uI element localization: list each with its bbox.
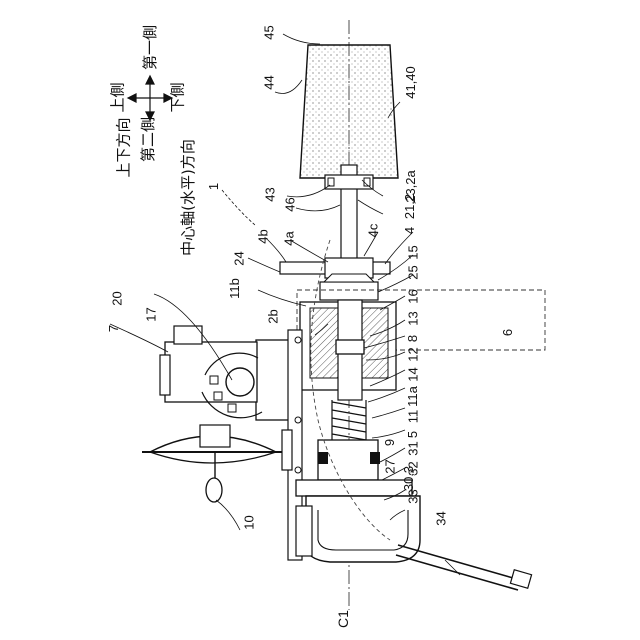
ref-45: 45 [263, 25, 276, 39]
ref-33: 33 [407, 489, 420, 503]
ref-10: 10 [243, 515, 256, 529]
ref-8: 8 [406, 335, 419, 342]
ref-43: 43 [264, 187, 277, 201]
ref-16: 16 [407, 289, 420, 303]
ref-7: 7 [107, 325, 120, 332]
ref-44: 44 [263, 75, 276, 89]
ref-24: 24 [233, 251, 246, 265]
handwheel-knob [206, 478, 222, 502]
direction-arrows [128, 76, 172, 120]
ref-25: 25 [407, 265, 420, 279]
ref-14: 14 [407, 367, 420, 381]
ref-4: 4 [403, 227, 416, 234]
ref-17: 17 [145, 307, 158, 321]
ref-31: 31 [407, 441, 420, 455]
label-central-axis-direction: 中心軸(水平)方向 [181, 139, 196, 256]
ref-46: 46 [284, 197, 297, 211]
ref-27: 27 [384, 459, 397, 473]
label-axis-c1: C1 [336, 610, 350, 628]
ref-20: 20 [111, 291, 124, 305]
ref-4a: 4a [283, 231, 296, 245]
label-vertical-direction: 上下方向 [117, 117, 132, 177]
ref-11b: 11b [228, 278, 241, 299]
ref-4b: 4b [257, 229, 270, 243]
ref-12: 12 [407, 347, 420, 361]
label-up-side: 上側 [111, 82, 126, 112]
hose [398, 545, 520, 580]
label-down-side: 下側 [171, 82, 186, 112]
label-first-side: 第一側 [143, 25, 158, 70]
ref-30-3: 30,3 [402, 466, 415, 491]
ref-9: 9 [383, 439, 396, 446]
ref-34: 34 [435, 511, 448, 525]
ref-41-40: 41,40 [404, 66, 417, 99]
ref-2b: 2b [267, 309, 280, 323]
ref-13: 13 [407, 311, 420, 325]
ref-5: 5 [406, 431, 419, 438]
nozzle-body [306, 496, 420, 562]
ref-11: 11 [406, 410, 419, 424]
ref-6: 6 [501, 329, 514, 336]
ref-1: 1 [207, 183, 220, 190]
ref-4c: 4c [366, 224, 379, 238]
stand-body [300, 45, 398, 178]
motor-shaft-circle [226, 368, 254, 396]
ref-15: 15 [407, 245, 420, 259]
label-second-side: 第二側 [141, 117, 156, 162]
ref-21-2: 21,2 [403, 194, 416, 219]
ref-11a: 11a [406, 386, 419, 407]
